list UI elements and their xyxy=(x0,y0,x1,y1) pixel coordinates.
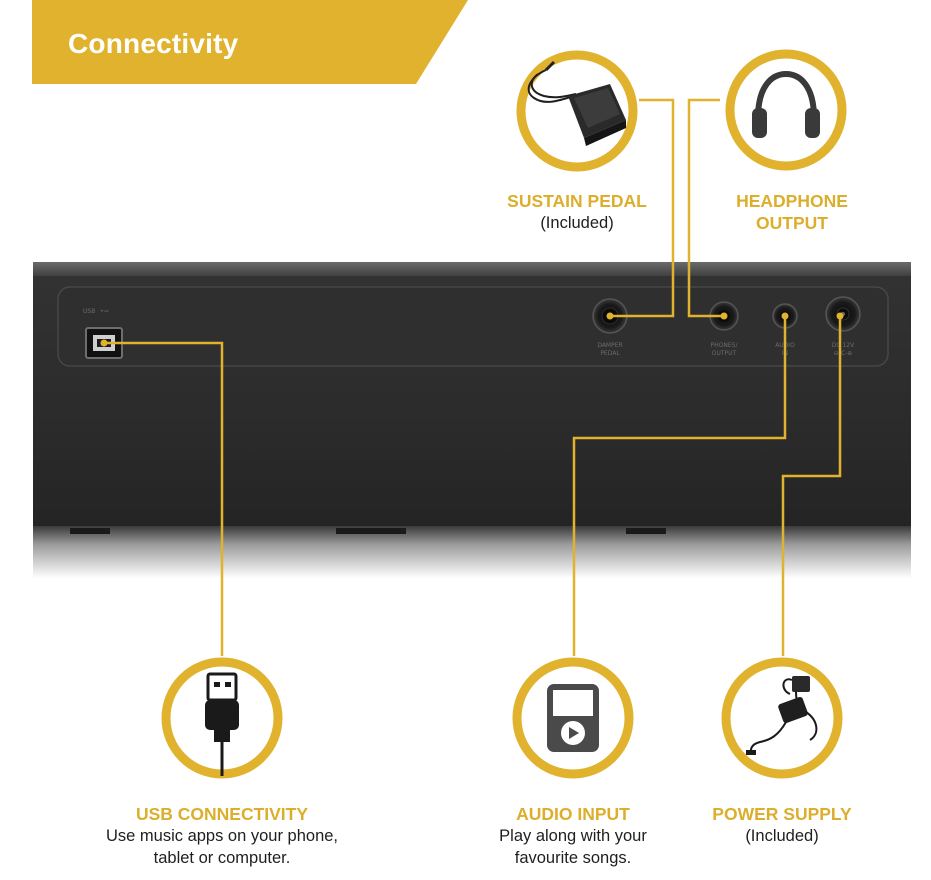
damper-pedal-label-2: PEDAL xyxy=(600,350,620,357)
usb-title: USB CONNECTIVITY xyxy=(135,804,309,824)
power-supply-desc: (Included) xyxy=(745,827,819,845)
audio-input-desc-line1: Play along with your xyxy=(499,827,647,845)
dc-label: DC 12V xyxy=(832,342,855,349)
headphone-connector-line xyxy=(687,98,724,318)
headphone-title-line2: OUTPUT xyxy=(756,213,828,233)
power-connector-dot xyxy=(836,312,844,320)
sustain-connector-dot xyxy=(606,312,614,320)
headphone-title-line1: HEADPHONE xyxy=(736,191,848,211)
usb-connector-dot xyxy=(100,339,108,347)
usb-cable-icon xyxy=(205,672,239,776)
usb-port-label: USB xyxy=(83,308,95,315)
usb-symbol-icon: •⊸ xyxy=(100,308,109,315)
power-connector-line xyxy=(781,316,842,656)
phones-label-1: PHONES/ xyxy=(711,342,739,349)
sustain-pedal-title: SUSTAIN PEDAL xyxy=(507,191,647,211)
usb-feature: USB CONNECTIVITY Use music apps on your … xyxy=(72,803,372,869)
sustain-pedal-desc: (Included) xyxy=(540,214,614,232)
audio-input-title: AUDIO INPUT xyxy=(516,804,630,824)
usb-desc-line2: tablet or computer. xyxy=(153,849,291,867)
phones-label-2: OUTPUT xyxy=(712,350,737,357)
keyboard-back-panel xyxy=(33,262,911,578)
audio-connector-dot xyxy=(781,312,789,320)
power-supply-circle xyxy=(721,657,843,779)
sustain-pedal-feature: SUSTAIN PEDAL (Included) xyxy=(477,190,677,234)
damper-pedal-label-1: DAMPER xyxy=(597,342,622,349)
headphone-circle xyxy=(725,49,847,171)
power-supply-feature: POWER SUPPLY (Included) xyxy=(682,803,882,847)
audio-connector-line xyxy=(572,316,787,656)
power-adapter-icon xyxy=(746,676,818,755)
sustain-connector-line xyxy=(610,98,675,318)
dc-polarity-icon: ⊖-C-⊕ xyxy=(834,350,853,357)
audio-input-feature: AUDIO INPUT Play along with your favouri… xyxy=(448,803,698,869)
media-player-icon xyxy=(547,684,599,752)
dc-power-jack[interactable]: DC 12V ⊖-C-⊕ xyxy=(825,296,861,357)
headphones-icon xyxy=(752,70,820,138)
headphone-connector-dot xyxy=(720,312,728,320)
damper-pedal-jack[interactable]: DAMPER PEDAL xyxy=(592,298,628,357)
usb-desc-line1: Use music apps on your phone, xyxy=(105,827,339,845)
audio-input-desc-line2: favourite songs. xyxy=(514,849,632,867)
page-title: Connectivity xyxy=(68,28,239,59)
connector-lines xyxy=(104,98,842,656)
power-supply-title: POWER SUPPLY xyxy=(712,804,852,824)
usb-connector-line xyxy=(104,341,224,656)
sustain-pedal-icon xyxy=(527,60,626,146)
headphone-feature: HEADPHONE OUTPUT xyxy=(692,190,892,234)
header-banner xyxy=(32,0,468,84)
